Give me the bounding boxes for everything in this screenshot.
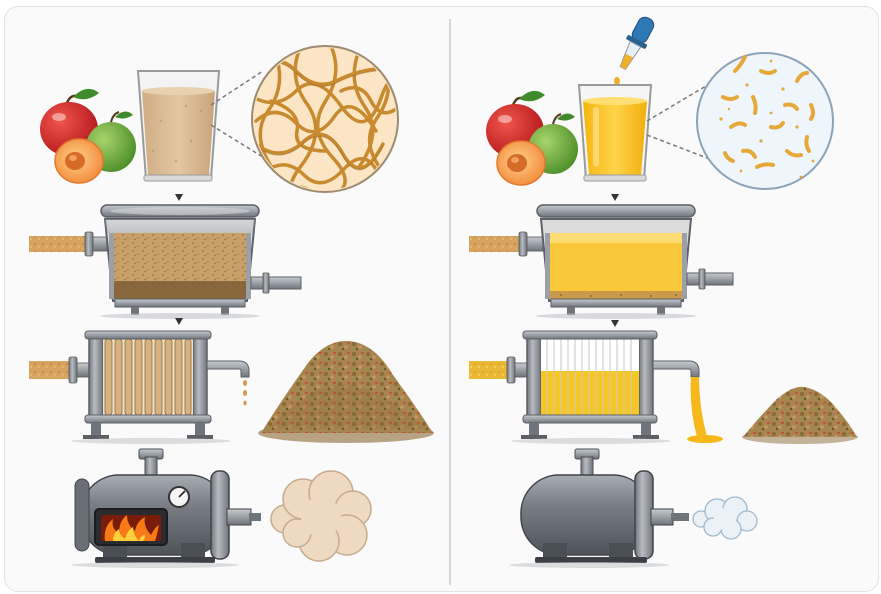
flow-arrow-down: [175, 194, 183, 201]
flow-arrow-down: [175, 318, 183, 325]
enzyme-dropper-icon: [613, 13, 659, 73]
pomace-pile-large: [258, 341, 434, 443]
steam-cloud-small: [693, 497, 757, 539]
steam-cloud-large: [271, 471, 371, 561]
process-comparison-diagram: [5, 7, 878, 591]
juice-puddle: [687, 435, 723, 443]
faucet: [207, 361, 249, 377]
outlet-pipe: [251, 277, 301, 289]
fruit-group: [486, 91, 578, 185]
settling-tank: [29, 205, 301, 319]
leaf-icon: [73, 89, 99, 99]
settling-tank: [469, 205, 733, 319]
filter-press: [469, 331, 723, 444]
boiler: [509, 449, 689, 568]
clear-juice-glass: [579, 85, 651, 181]
magnified-fiber-view: [251, 46, 411, 206]
drips: [243, 380, 247, 405]
fire-boiler: [71, 449, 261, 568]
enzyme-drop: [614, 77, 620, 85]
filter-press: [29, 331, 249, 444]
juice-stream: [691, 377, 707, 437]
right-panel: [469, 13, 858, 568]
magnified-fragment-view: [697, 53, 833, 189]
pomace-pile-small: [742, 387, 858, 444]
flow-arrow-down: [611, 194, 619, 201]
inlet-pipe: [29, 236, 87, 252]
flow-arrow-down: [611, 320, 619, 327]
left-panel: [29, 46, 434, 568]
fruit-group: [40, 89, 136, 183]
diagram-frame: [4, 6, 879, 592]
cloudy-juice-glass: [138, 71, 219, 181]
